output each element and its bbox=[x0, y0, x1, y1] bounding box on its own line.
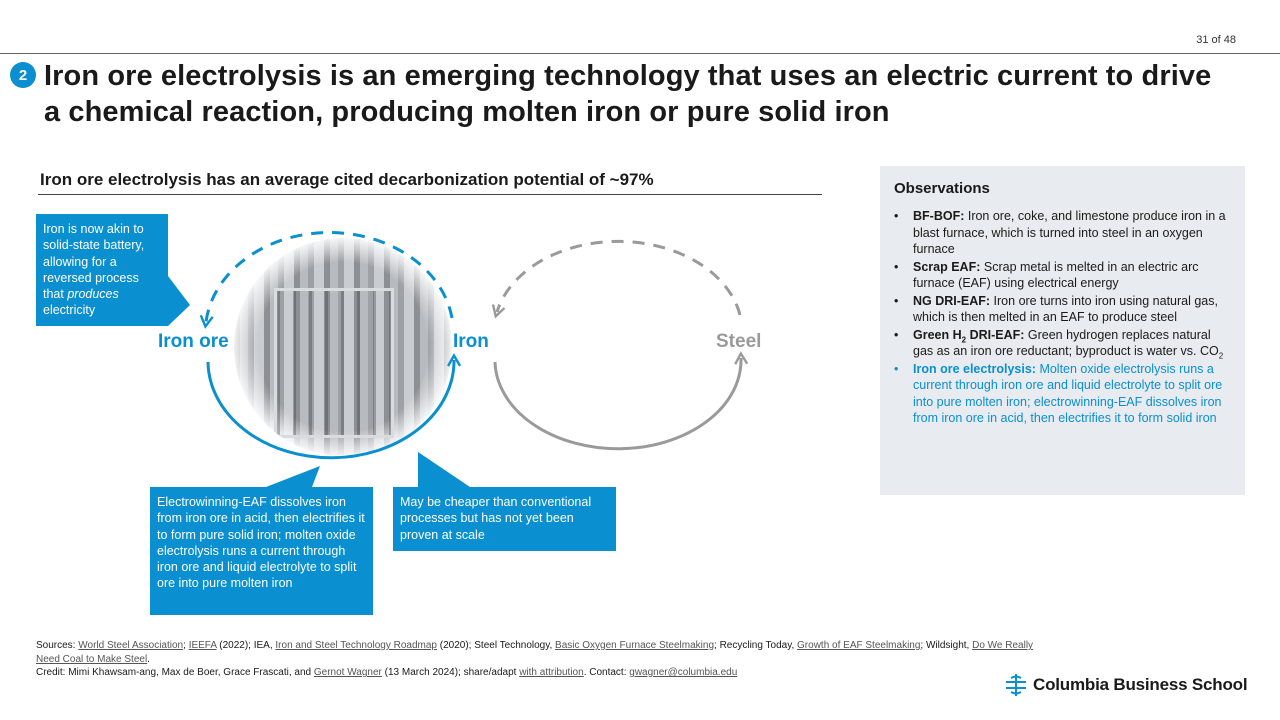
subtitle-divider bbox=[38, 194, 822, 195]
photo-frame-structure bbox=[274, 288, 394, 438]
callout-battery-emphasis: produces bbox=[67, 287, 119, 302]
observation-scrap-eaf: Scrap EAF: Scrap metal is melted in an e… bbox=[894, 259, 1231, 292]
iron-to-steel-solid-arc bbox=[493, 351, 749, 451]
sources-footnote: Sources: World Steel Association; IEEFA … bbox=[36, 639, 1036, 680]
observations-list: BF-BOF: Iron ore, coke, and limestone pr… bbox=[894, 208, 1231, 427]
callout-battery-text: Iron is now akin to solid-state battery,… bbox=[43, 222, 145, 302]
callout-methods: Electrowinning-EAF dissolves iron from i… bbox=[150, 487, 373, 615]
section-badge: 2 bbox=[10, 62, 36, 88]
node-label-iron: Iron bbox=[453, 331, 489, 352]
node-label-steel: Steel bbox=[716, 331, 762, 352]
callout-battery: Iron is now akin to solid-state battery,… bbox=[36, 214, 168, 326]
page-number: 31 of 48 bbox=[1196, 34, 1236, 46]
link-eaf-growth[interactable]: Growth of EAF Steelmaking bbox=[797, 640, 921, 651]
top-divider bbox=[0, 53, 1280, 54]
sources-line: Sources: World Steel Association; IEEFA … bbox=[36, 640, 1034, 665]
ore-to-iron-solid-arc bbox=[206, 353, 462, 460]
link-gernot-wagner[interactable]: Gernot Wagner bbox=[313, 667, 382, 678]
section-subtitle: Iron ore electrolysis has an average cit… bbox=[40, 170, 654, 189]
credit-line: Credit: Mimi Khawsam-ang, Max de Boer, G… bbox=[36, 667, 738, 678]
callout-battery-pointer bbox=[168, 276, 190, 326]
link-roadmap[interactable]: Iron and Steel Technology Roadmap bbox=[275, 640, 437, 651]
logo-text: Columbia Business School bbox=[1033, 675, 1248, 694]
observation-green-h2: Green H2 DRI-EAF: Green hydrogen replace… bbox=[894, 327, 1231, 361]
slide-title: Iron ore electrolysis is an emerging tec… bbox=[44, 60, 1212, 128]
callout-battery-text-end: electricity bbox=[43, 303, 96, 318]
observation-ng-dri-eaf: NG DRI-EAF: Iron ore turns into iron usi… bbox=[894, 293, 1231, 326]
columbia-logo: Columbia Business School bbox=[1003, 672, 1248, 698]
link-world-steel[interactable]: World Steel Association bbox=[78, 640, 184, 651]
electrolysis-plant-photo bbox=[234, 238, 452, 456]
link-bof[interactable]: Basic Oxygen Furnace Steelmaking bbox=[555, 640, 715, 651]
callout-cost: May be cheaper than conventional process… bbox=[393, 487, 616, 551]
callout-cost-pointer bbox=[418, 452, 470, 487]
link-email[interactable]: gwagner@columbia.edu bbox=[629, 667, 738, 678]
link-ieefa[interactable]: IEEFA bbox=[188, 640, 217, 651]
observations-panel: Observations BF-BOF: Iron ore, coke, and… bbox=[880, 166, 1245, 495]
link-attribution[interactable]: with attribution bbox=[519, 667, 584, 678]
steel-to-iron-dashed-arc bbox=[491, 239, 742, 319]
observations-title: Observations bbox=[894, 180, 990, 197]
link-coal[interactable]: Do We Really Need Coal to Make Steel bbox=[36, 640, 1034, 665]
node-label-iron-ore: Iron ore bbox=[158, 331, 229, 352]
callout-methods-pointer bbox=[266, 466, 320, 487]
observation-electrolysis: Iron ore electrolysis: Molten oxide elec… bbox=[894, 361, 1231, 427]
crown-icon bbox=[1006, 674, 1026, 696]
observation-bf-bof: BF-BOF: Iron ore, coke, and limestone pr… bbox=[894, 208, 1231, 258]
iron-to-ore-dashed-arc bbox=[199, 231, 454, 329]
